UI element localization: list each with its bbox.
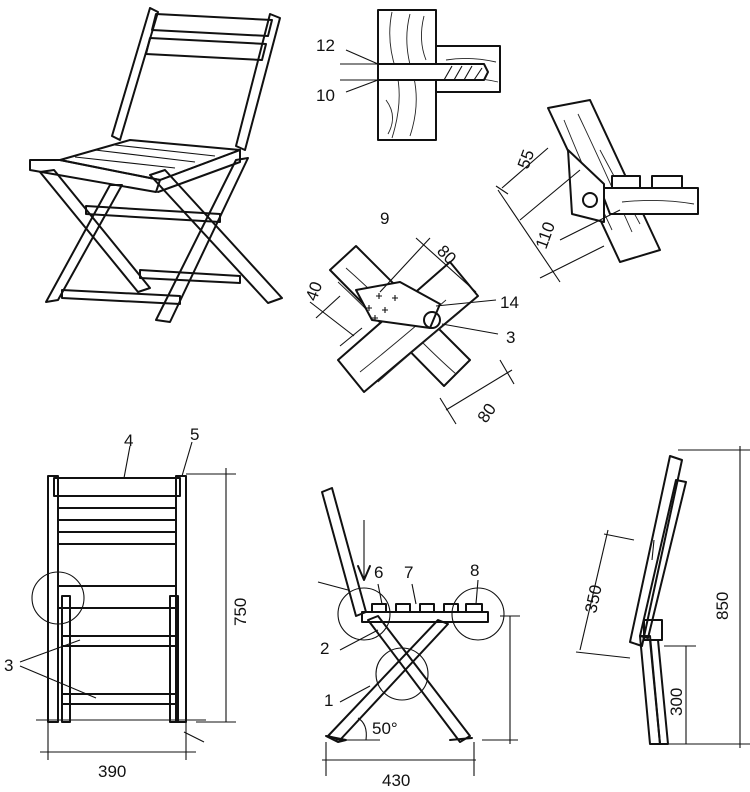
label-3-front: 3: [4, 656, 13, 675]
dim-300: 300: [667, 688, 686, 716]
label-14: 14: [500, 293, 519, 312]
label-12: 12: [316, 36, 335, 55]
chair-front-view: [19, 441, 236, 760]
label-9: 9: [380, 209, 389, 228]
joint-detail-top: [340, 9, 501, 141]
dim-40: 40: [302, 279, 326, 303]
label-3-joint: 3: [506, 328, 515, 347]
chair-profile-view: [575, 446, 750, 748]
dim-80-top: 80: [433, 241, 460, 268]
joint-detail-diagonal: [309, 237, 515, 425]
dim-angle-50: 50°: [372, 719, 398, 738]
dim-110: 110: [532, 219, 559, 251]
label-1: 1: [324, 691, 333, 710]
chair-perspective-view: [29, 7, 283, 323]
dim-55: 55: [514, 147, 538, 171]
label-6: 6: [374, 563, 383, 582]
dim-850: 850: [713, 592, 732, 620]
label-8: 8: [470, 561, 479, 580]
dim-750: 750: [231, 598, 250, 626]
label-2: 2: [320, 639, 329, 658]
dim-430: 430: [382, 771, 410, 790]
label-10: 10: [316, 86, 335, 105]
label-5: 5: [190, 425, 199, 444]
label-4: 4: [124, 431, 133, 450]
label-7: 7: [404, 563, 413, 582]
dim-390: 390: [98, 762, 126, 781]
joint-detail-side: [495, 99, 699, 283]
chair-side-view: [317, 487, 520, 776]
dim-350: 350: [581, 583, 605, 615]
dim-80-bottom: 80: [474, 400, 500, 426]
